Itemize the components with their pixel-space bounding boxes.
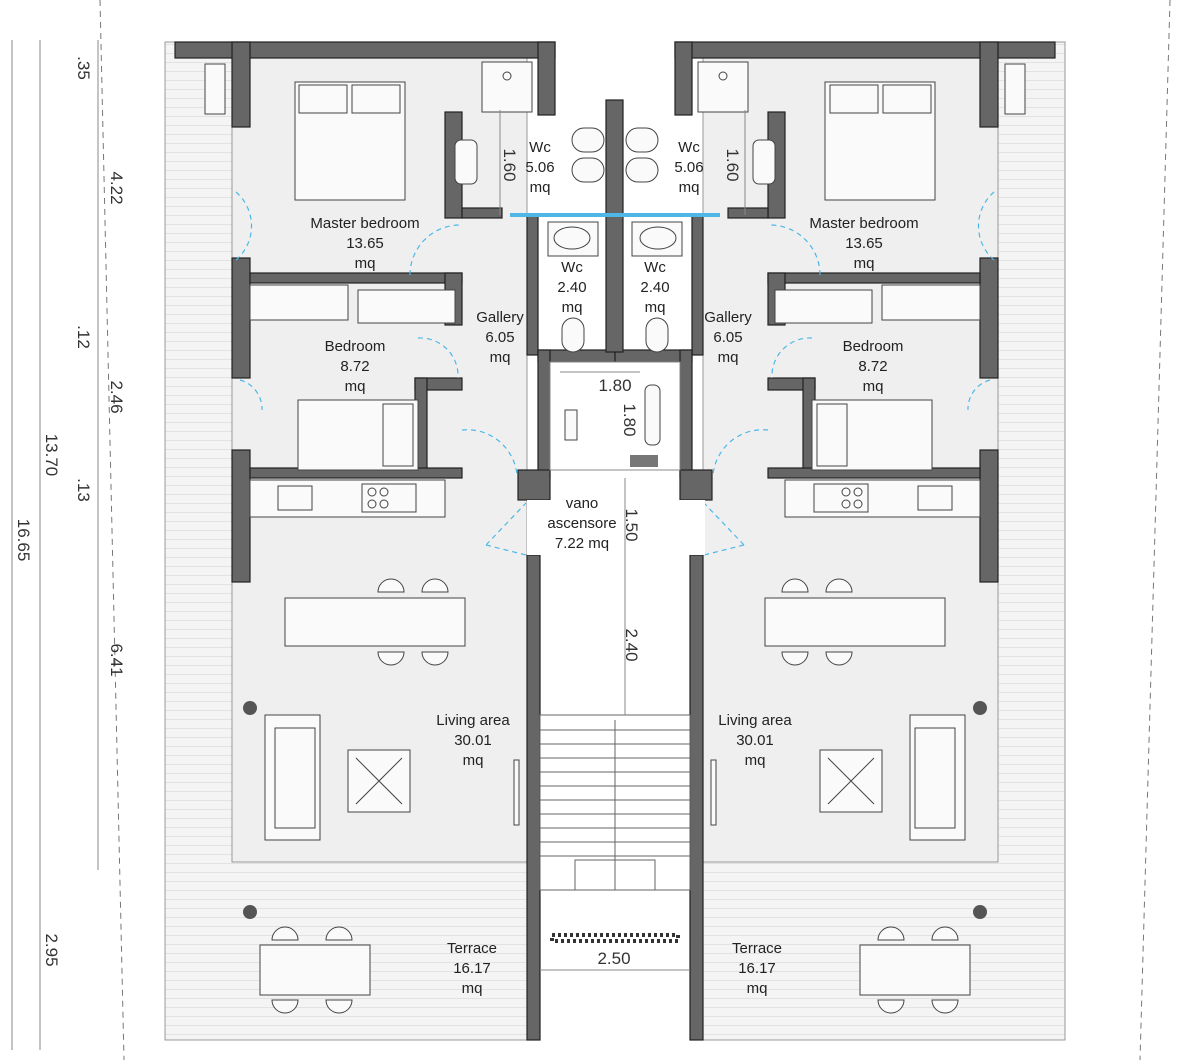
- room-area: 16.17: [453, 960, 491, 977]
- room-area: 13.65: [346, 235, 384, 252]
- room-unit: mq: [645, 299, 666, 316]
- room-name: Living area: [436, 712, 510, 729]
- room-unit: mq: [745, 752, 766, 769]
- room-area: 2.40: [557, 279, 586, 296]
- room-unit: mq: [863, 378, 884, 395]
- room-unit: mq: [355, 255, 376, 272]
- side-dimension: 4.22: [107, 171, 126, 204]
- room-name: Master bedroom: [809, 215, 918, 232]
- room-name: Bedroom: [843, 338, 904, 355]
- room-unit: mq: [345, 378, 366, 395]
- room-name: Wc: [678, 139, 700, 156]
- inner-dimension: 1.80: [620, 403, 639, 436]
- side-dimension: .13: [74, 478, 93, 502]
- room-area: 6.05: [713, 329, 742, 346]
- room-unit: mq: [679, 179, 700, 196]
- room-unit: mq: [718, 349, 739, 366]
- side-dimension: 2.95: [42, 933, 61, 966]
- room-area: 30.01: [736, 732, 774, 749]
- inner-dimension: 1.60: [500, 148, 519, 181]
- room-area: 6.05: [485, 329, 514, 346]
- inner-dimension: 1.80: [598, 376, 631, 395]
- side-dimension: .12: [74, 325, 93, 349]
- room-name: Gallery: [704, 309, 752, 326]
- room-area: 13.65: [845, 235, 883, 252]
- inner-dimension: 1.50: [622, 508, 641, 541]
- room-area: 5.06: [525, 159, 554, 176]
- room-name: Terrace: [447, 940, 497, 957]
- side-dimension: 6.41: [107, 643, 126, 676]
- side-dimension: .35: [74, 56, 93, 80]
- room-unit: mq: [463, 752, 484, 769]
- room-area: 8.72: [858, 358, 887, 375]
- inner-dimension: 2.50: [597, 949, 630, 968]
- room-name: Wc: [644, 259, 666, 276]
- room-area: 30.01: [454, 732, 492, 749]
- room-unit: mq: [462, 980, 483, 997]
- elevator-label: ascensore: [547, 515, 616, 532]
- side-dimension: 2.46: [107, 380, 126, 413]
- elevator-label: vano: [566, 495, 599, 512]
- room-name: Terrace: [732, 940, 782, 957]
- room-area: 5.06: [674, 159, 703, 176]
- room-name: Living area: [718, 712, 792, 729]
- inner-dimension: 2.40: [622, 628, 641, 661]
- room-name: Master bedroom: [310, 215, 419, 232]
- room-area: 2.40: [640, 279, 669, 296]
- room-area: 8.72: [340, 358, 369, 375]
- room-area: 16.17: [738, 960, 776, 977]
- room-name: Gallery: [476, 309, 524, 326]
- room-name: Bedroom: [325, 338, 386, 355]
- side-dimension: 13.70: [42, 434, 61, 477]
- room-name: Wc: [561, 259, 583, 276]
- room-name: Wc: [529, 139, 551, 156]
- room-unit: mq: [490, 349, 511, 366]
- room-unit: mq: [854, 255, 875, 272]
- room-unit: mq: [562, 299, 583, 316]
- elevator-label: 7.22 mq: [555, 535, 609, 552]
- inner-dimension: 1.60: [723, 148, 742, 181]
- room-unit: mq: [747, 980, 768, 997]
- side-dimension: 16.65: [14, 519, 33, 562]
- room-unit: mq: [530, 179, 551, 196]
